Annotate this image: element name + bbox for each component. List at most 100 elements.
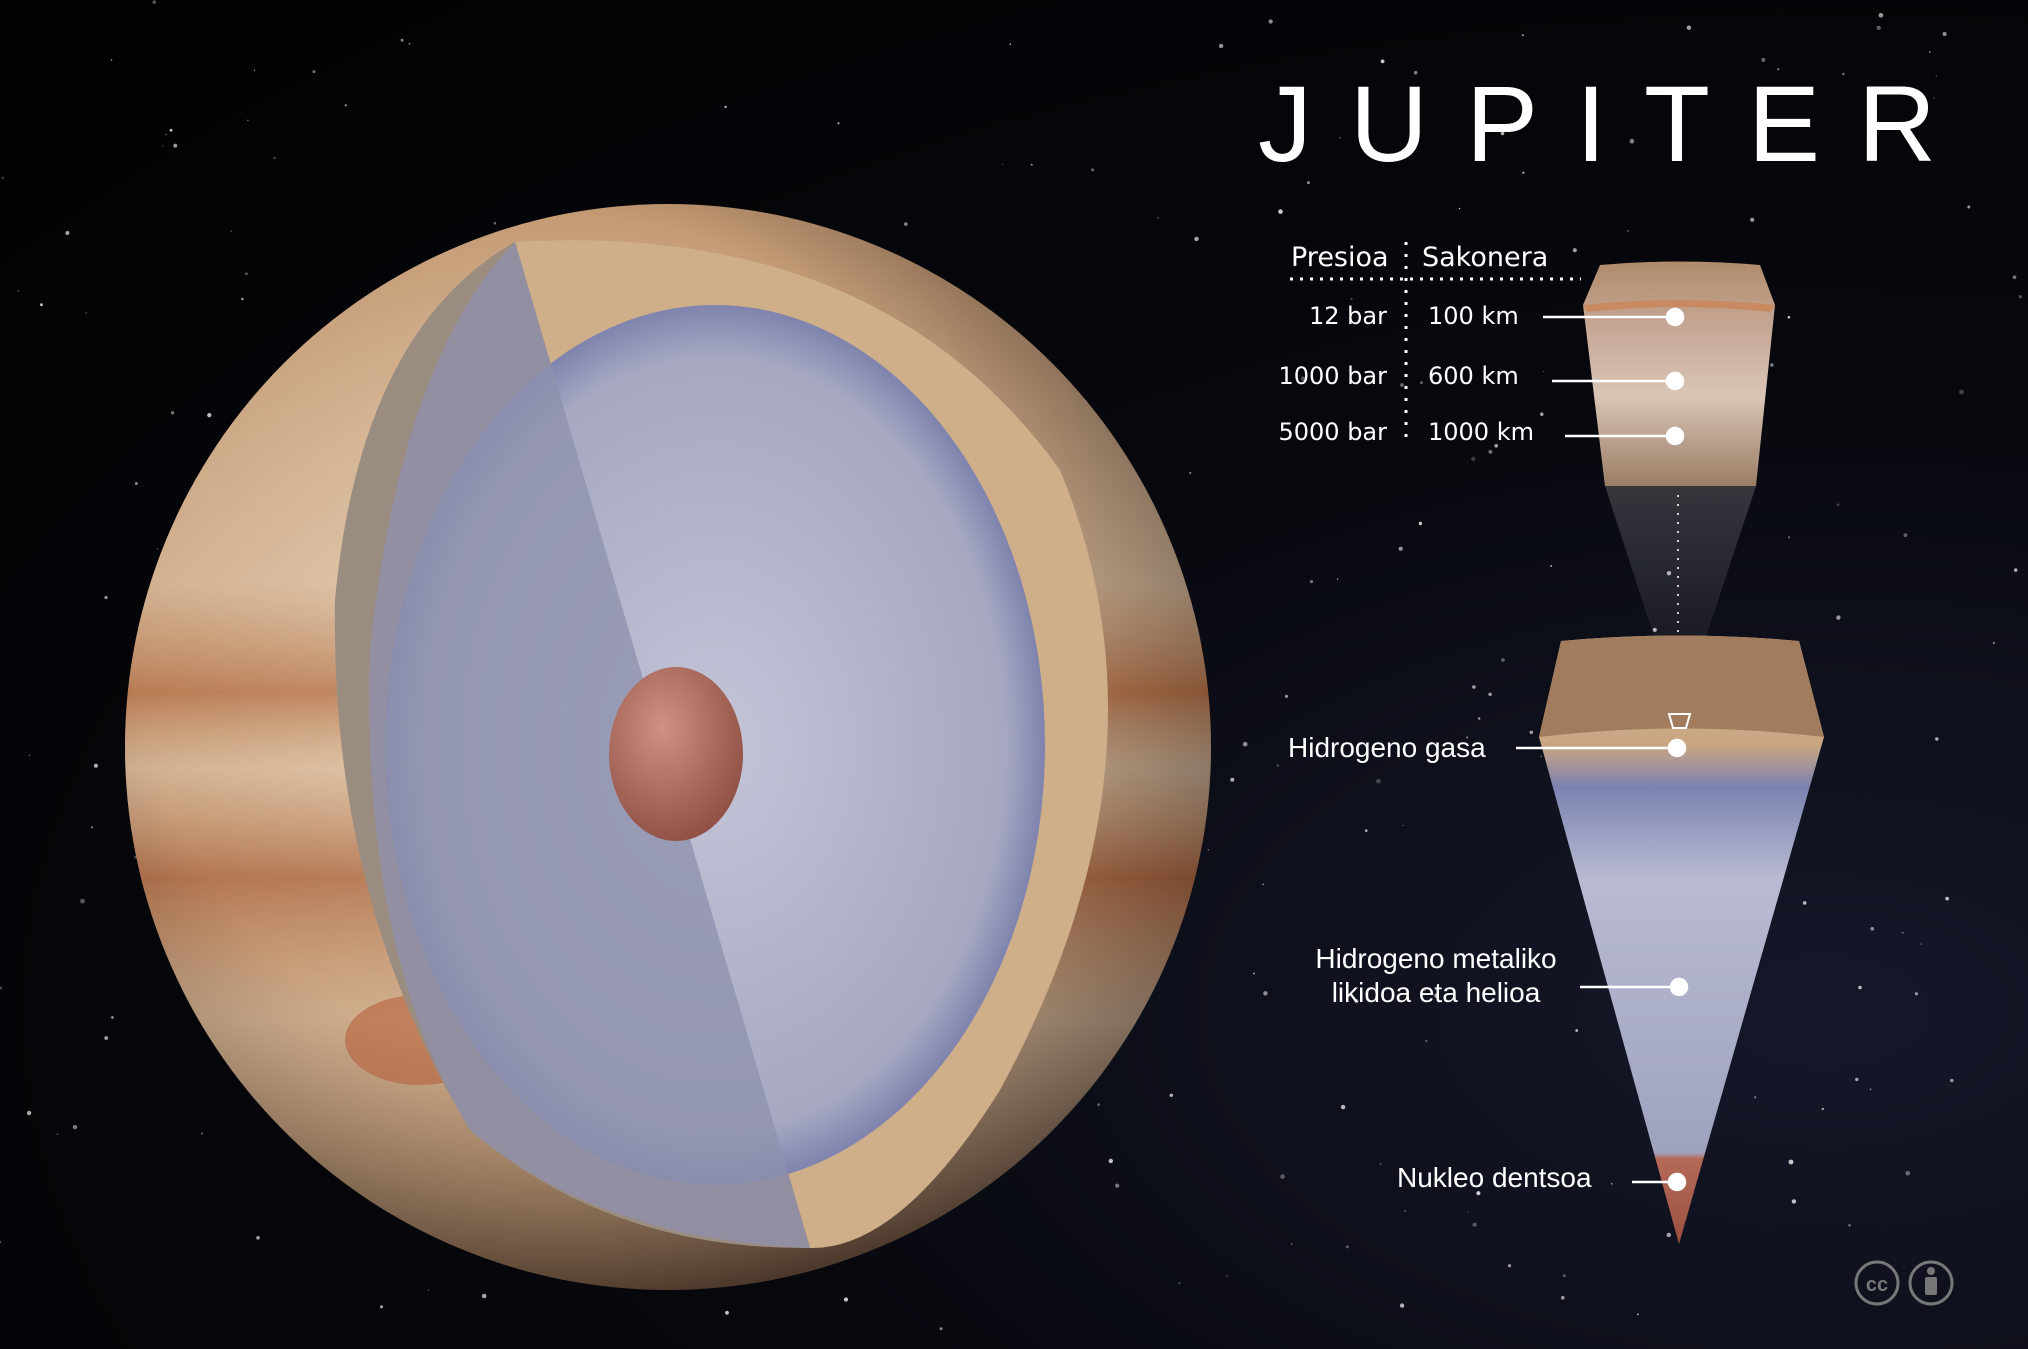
- label-line: likidoa eta helioa: [1331, 977, 1541, 1008]
- star: [1364, 829, 1368, 832]
- star: [26, 1110, 32, 1116]
- star: [1575, 1029, 1579, 1032]
- star: [1478, 1183, 1480, 1185]
- pressure-value: 1000 bar: [1278, 362, 1387, 390]
- star: [400, 38, 404, 42]
- star: [1494, 444, 1498, 448]
- svg-text:cc: cc: [1866, 1274, 1888, 1296]
- depth-marker-dot: [1665, 371, 1685, 391]
- star: [1091, 168, 1095, 172]
- star: [1370, 270, 1372, 272]
- star: [1821, 1107, 1825, 1111]
- star: [1529, 730, 1534, 735]
- star: [1422, 988, 1427, 992]
- star: [1339, 136, 1341, 139]
- star: [1540, 412, 1544, 416]
- star: [104, 595, 108, 600]
- star: [1933, 97, 1935, 99]
- layer-label-dense-core: Nukleo dentsoa: [1397, 1162, 1592, 1193]
- star: [110, 59, 113, 61]
- star: [1253, 972, 1255, 975]
- star: [1404, 1210, 1406, 1213]
- star: [1905, 1171, 1911, 1176]
- star: [1226, 1274, 1228, 1277]
- star: [91, 826, 93, 829]
- star: [344, 104, 347, 107]
- star: [170, 411, 175, 415]
- depth-value: 100 km: [1428, 302, 1519, 330]
- star: [1400, 383, 1404, 387]
- star: [200, 1132, 203, 1135]
- depth-marker-dot: [1665, 426, 1685, 446]
- star: [408, 42, 411, 45]
- star: [1754, 1096, 1757, 1099]
- star: [1950, 1078, 1954, 1083]
- star: [1572, 248, 1577, 253]
- star: [152, 0, 156, 4]
- star: [427, 1289, 430, 1292]
- star: [1836, 503, 1840, 507]
- star: [1562, 1274, 1566, 1278]
- star: [0, 986, 2, 990]
- pressure-value: 5000 bar: [1278, 418, 1387, 446]
- star: [1686, 25, 1692, 30]
- star: [1413, 70, 1418, 75]
- star: [1637, 1313, 1639, 1316]
- depth-marker-dot: [1665, 307, 1685, 327]
- star: [1788, 536, 1791, 539]
- star: [1914, 992, 1918, 996]
- star: [1627, 230, 1629, 232]
- star: [80, 898, 85, 904]
- star: [1666, 1232, 1672, 1238]
- star: [1309, 580, 1314, 584]
- star: [1802, 901, 1807, 905]
- star: [28, 754, 30, 757]
- star: [1434, 993, 1439, 998]
- star: [1848, 1224, 1851, 1227]
- star: [1478, 717, 1481, 720]
- star: [1280, 1174, 1285, 1179]
- depth-value: 600 km: [1428, 362, 1519, 390]
- star: [1420, 381, 1423, 384]
- star: [1870, 927, 1874, 931]
- attribution-icon: [1908, 1260, 1954, 1306]
- star: [1610, 1183, 1613, 1185]
- star: [1, 176, 4, 180]
- star: [1307, 181, 1310, 185]
- cc-icon: cc: [1854, 1260, 1900, 1306]
- star: [72, 1124, 78, 1130]
- star: [1268, 19, 1273, 24]
- layer-marker-dot: [1667, 1172, 1687, 1192]
- star: [1501, 658, 1505, 662]
- star: [85, 311, 88, 314]
- star: [1350, 297, 1353, 300]
- star: [1929, 51, 1931, 53]
- star: [1425, 1039, 1428, 1043]
- layer-label-hydrogen-gas: Hidrogeno gasa: [1288, 732, 1486, 763]
- star: [1488, 692, 1492, 696]
- star: [1108, 1158, 1114, 1164]
- star: [207, 413, 212, 418]
- star: [93, 763, 98, 768]
- star: [1276, 764, 1280, 767]
- star: [1262, 883, 1264, 885]
- star: [1354, 999, 1359, 1004]
- star: [725, 1310, 729, 1315]
- star: [1967, 205, 1971, 209]
- star: [1522, 171, 1525, 174]
- star: [1399, 1303, 1405, 1308]
- star: [493, 221, 497, 225]
- star: [1030, 163, 1033, 166]
- star: [2018, 295, 2023, 299]
- star: [1472, 1222, 1477, 1227]
- layer-label-metallic-hydrogen: Hidrogeno metaliko likidoa eta helioa: [1310, 942, 1562, 1010]
- planet-core: [609, 667, 743, 841]
- star: [939, 1327, 943, 1331]
- star: [247, 119, 249, 122]
- star: [1300, 376, 1306, 382]
- star: [1791, 1199, 1797, 1204]
- star: [1115, 1183, 1120, 1188]
- star: [165, 133, 167, 136]
- star: [1787, 315, 1791, 319]
- star: [1242, 741, 1248, 747]
